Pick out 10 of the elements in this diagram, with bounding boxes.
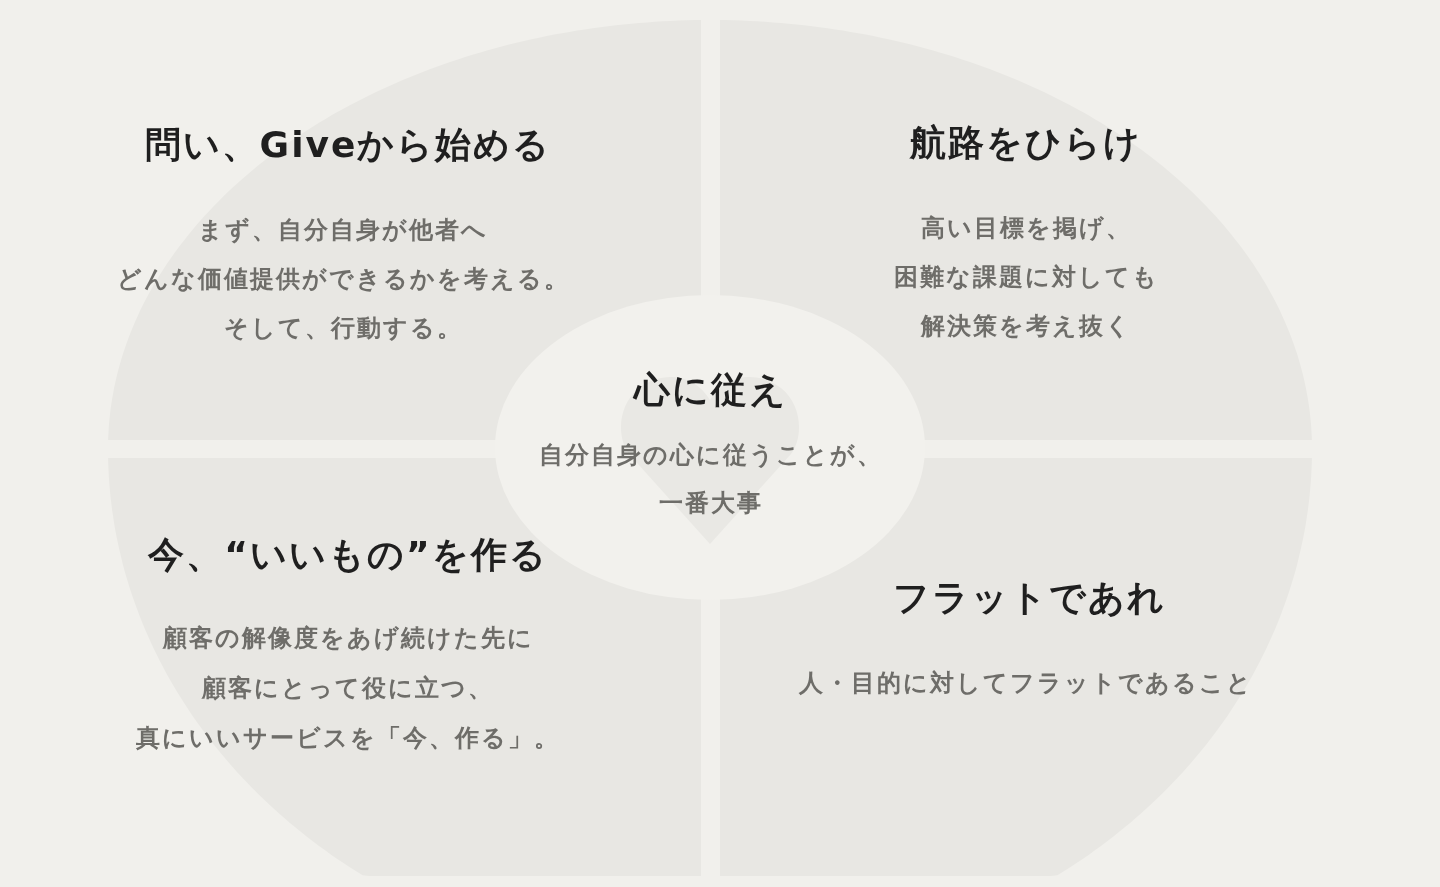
section-heading: 心に従え [632, 368, 788, 412]
description-text: 自分自身の心に従うことが、一番大事 [538, 440, 883, 519]
description-text: 高い目標を掲げ、困難な課題に対しても解決策を考え抜く [892, 213, 1159, 342]
description-text: 人・目的に対してフラットであること [798, 668, 1253, 699]
section-heading: 問い、Giveから始める [143, 123, 552, 167]
section-heading: 航路をひらけ [908, 121, 1142, 165]
section-heading: 今、“いいもの”を作る [147, 533, 548, 577]
section-heading: フラットであれ [891, 576, 1166, 620]
description-text: まず、自分自身が他者へどんな価値提供ができるかを考える。そして、行動する。 [115, 215, 570, 344]
description-text: 顧客の解像度をあげ続けた先に顧客にとって役に立つ、真にいいサービスを「今、作る」。 [135, 623, 560, 754]
